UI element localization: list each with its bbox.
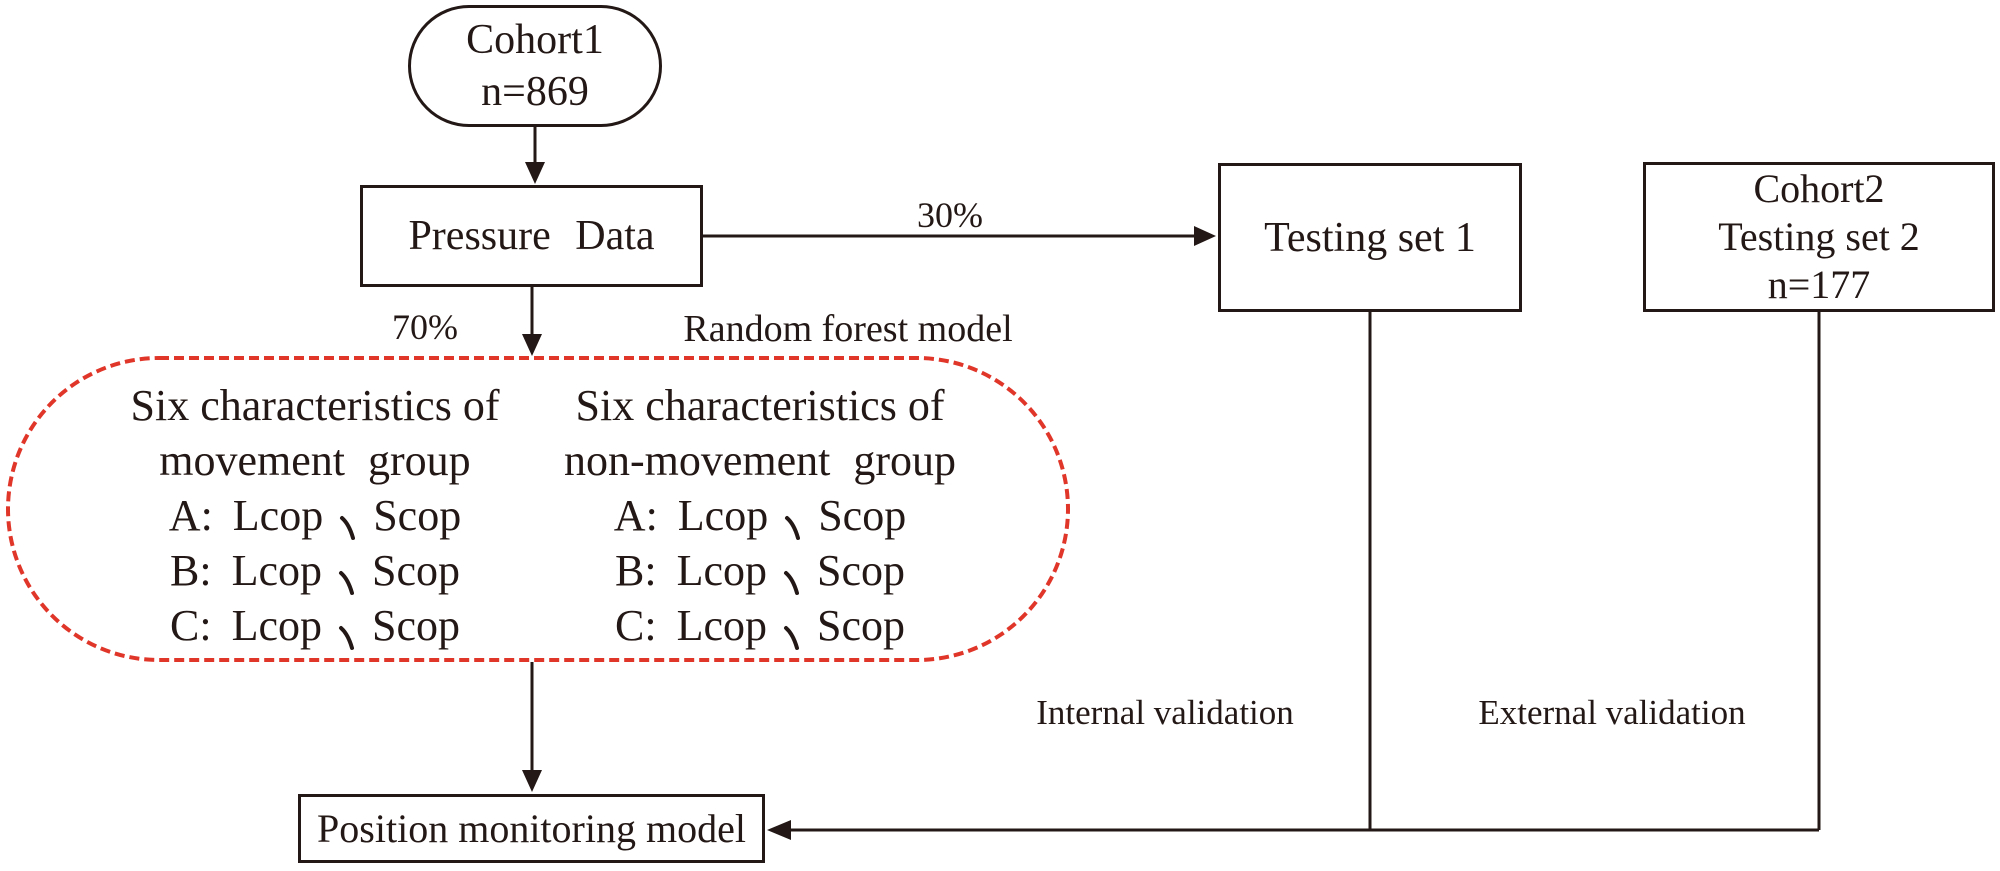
ideographic-comma-icon xyxy=(338,559,356,595)
node-position-monitoring-model: Position monitoring model xyxy=(298,794,765,863)
column-header-line1: Six characteristics of xyxy=(575,381,945,430)
edge-label-30-percent: 30% xyxy=(917,195,983,235)
non-movement-group-column: Six characteristics of non-movement grou… xyxy=(545,378,975,653)
edge-label-70-percent: 70% xyxy=(392,307,458,347)
cohort1-count: n=869 xyxy=(481,69,589,115)
row-second-item: Scop xyxy=(371,601,460,650)
column-header-line2: movement group xyxy=(159,436,471,485)
characteristic-row-a: A: Lcop Scop xyxy=(545,488,975,543)
node-pressure-data: Pressure Data xyxy=(360,185,703,287)
arrow-cohort1-to-pressure xyxy=(525,127,545,184)
arrow-red-region-to-position-model xyxy=(522,662,542,792)
ideographic-comma-icon xyxy=(784,504,802,540)
characteristic-row-b: B: Lcop Scop xyxy=(545,543,975,598)
ideographic-comma-icon xyxy=(339,504,357,540)
row-first-item: Lcop xyxy=(676,546,767,595)
row-prefix: B: xyxy=(615,546,657,595)
characteristic-row-c: C: Lcop Scop xyxy=(545,598,975,653)
edge-label-external-validation: External validation xyxy=(1478,693,1746,732)
pressure-data-label: Pressure Data xyxy=(408,213,655,259)
row-second-item: Scop xyxy=(816,601,905,650)
cohort1-name: Cohort1 xyxy=(466,17,604,63)
row-second-item: Scop xyxy=(371,546,460,595)
row-first-item: Lcop xyxy=(677,491,769,540)
row-prefix: A: xyxy=(613,491,658,540)
row-first-item: Lcop xyxy=(231,601,322,650)
column-header-line2: non-movement group xyxy=(563,436,957,485)
row-second-item: Scop xyxy=(818,491,907,540)
row-prefix: C: xyxy=(615,601,657,650)
cohort2-testing-set: Testing set 2 xyxy=(1718,214,1920,259)
ideographic-comma-icon xyxy=(783,559,801,595)
arrow-pressure-to-red-region xyxy=(522,287,542,356)
node-testing-set-1: Testing set 1 xyxy=(1218,163,1522,312)
characteristic-row-c: C: Lcop Scop xyxy=(100,598,530,653)
row-prefix: C: xyxy=(170,601,212,650)
arrow-pressure-to-testing1 xyxy=(703,226,1216,246)
row-second-item: Scop xyxy=(816,546,905,595)
ideographic-comma-icon xyxy=(783,614,801,650)
row-first-item: Lcop xyxy=(676,601,767,650)
node-cohort1: Cohort1 n=869 xyxy=(408,5,662,127)
testing-set-1-label: Testing set 1 xyxy=(1264,214,1476,261)
row-first-item: Lcop xyxy=(232,491,324,540)
characteristic-row-b: B: Lcop Scop xyxy=(100,543,530,598)
edge-label-random-forest-model: Random forest model xyxy=(683,308,1013,350)
column-header-line1: Six characteristics of xyxy=(130,381,500,430)
red-dashed-region-border xyxy=(6,356,1070,662)
movement-group-column: Six characteristics of movement group A:… xyxy=(100,378,530,653)
row-prefix: A: xyxy=(168,491,213,540)
row-second-item: Scop xyxy=(373,491,462,540)
row-prefix: B: xyxy=(170,546,212,595)
position-model-label: Position monitoring model xyxy=(317,806,746,851)
edge-label-internal-validation: Internal validation xyxy=(1036,693,1294,732)
cohort2-name: Cohort2 xyxy=(1753,166,1885,211)
characteristic-row-a: A: Lcop Scop xyxy=(100,488,530,543)
row-first-item: Lcop xyxy=(231,546,322,595)
cohort2-count: n=177 xyxy=(1767,262,1871,307)
ideographic-comma-icon xyxy=(338,614,356,650)
arrow-validation-to-position-model xyxy=(767,820,1819,840)
node-cohort2: Cohort2 Testing set 2 n=177 xyxy=(1643,162,1995,312)
